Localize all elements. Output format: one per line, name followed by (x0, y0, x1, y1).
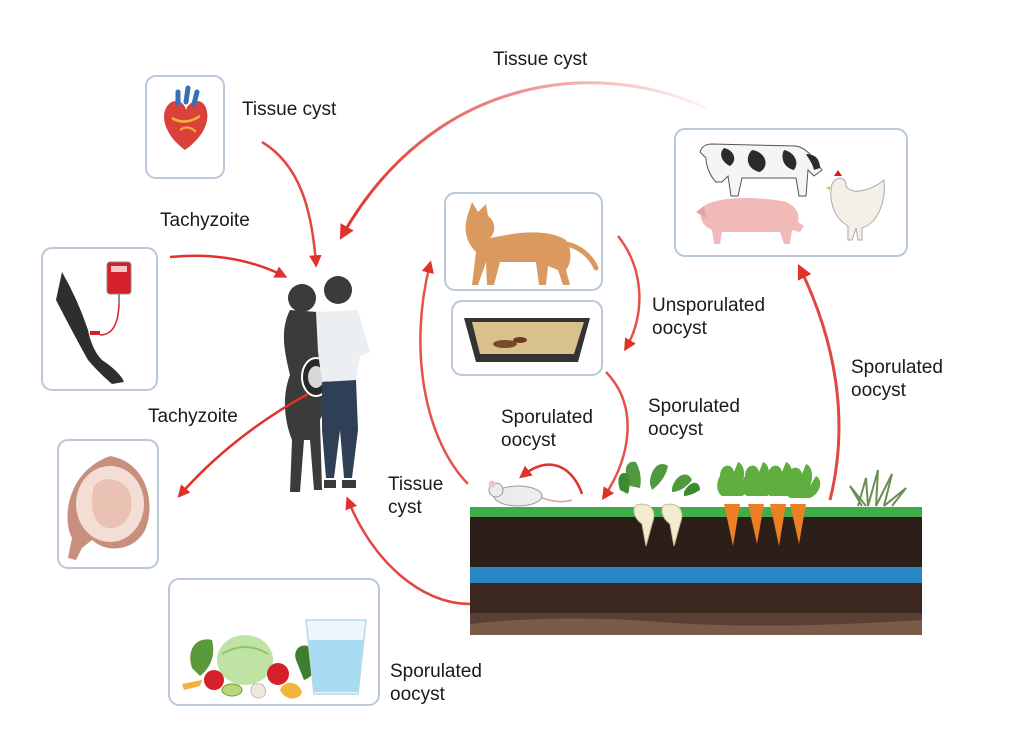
mouse-icon (488, 480, 573, 507)
fetus-icon (67, 456, 150, 560)
arrow-blood-to-human (169, 254, 288, 278)
label-sporulated-oocyst-right: Sporulated oocyst (851, 356, 943, 402)
arrows (169, 81, 841, 606)
cat-icon (465, 202, 599, 285)
beet-icon (618, 461, 700, 547)
label-tissue-cyst-heart: Tissue cyst (242, 99, 337, 120)
litter-box-icon (464, 318, 590, 362)
heart-icon (164, 85, 208, 150)
label-line: oocyst (851, 380, 906, 401)
label-sporulated-oocyst-mid: Sporulated oocyst (648, 395, 740, 441)
arrow-livestock-to-human (339, 81, 707, 240)
label-line: Sporulated (501, 407, 593, 428)
carrot-icon (717, 462, 821, 546)
water-glass-icon (305, 619, 367, 695)
label-tachyzoite-fetus: Tachyzoite (148, 406, 238, 427)
label-line: oocyst (648, 419, 703, 440)
arrow-litter-to-soil (601, 371, 629, 501)
human-couple-icon (283, 276, 370, 492)
label-line: oocyst (501, 430, 556, 451)
arrow-heart-to-human (261, 140, 322, 268)
arrow-soil-to-human (345, 496, 471, 606)
arrow-soil-to-mouse (519, 463, 584, 495)
label-line: Sporulated (390, 661, 482, 682)
label-line: Sporulated (648, 396, 740, 417)
label-sporulated-oocyst-mouse: Sporulated oocyst (501, 406, 593, 452)
grass-icon (849, 469, 907, 507)
arrow-human-to-fetus (177, 392, 309, 498)
soil-cross-section (470, 507, 922, 635)
arrow-cat-to-litter (617, 235, 641, 352)
label-line: oocyst (652, 318, 707, 339)
label-tissue-cyst-top: Tissue cyst (493, 49, 588, 70)
label-unsporulated-oocyst: Unsporulated oocyst (652, 294, 765, 340)
label-tissue-cyst-mouse: Tissue cyst (388, 473, 443, 519)
blood-transfusion-icon (56, 261, 132, 384)
label-line: oocyst (390, 684, 445, 705)
label-line: cyst (388, 497, 422, 518)
label-line: Sporulated (851, 357, 943, 378)
arrow-soil-to-livestock (797, 263, 841, 501)
arrow-mouse-to-cat (419, 260, 469, 485)
label-line: Tissue (388, 474, 444, 495)
label-line: Unsporulated (652, 295, 766, 316)
label-tachyzoite-blood: Tachyzoite (160, 210, 250, 231)
livestock-icon (696, 143, 885, 244)
label-sporulated-oocyst-food: Sporulated oocyst (390, 660, 482, 706)
